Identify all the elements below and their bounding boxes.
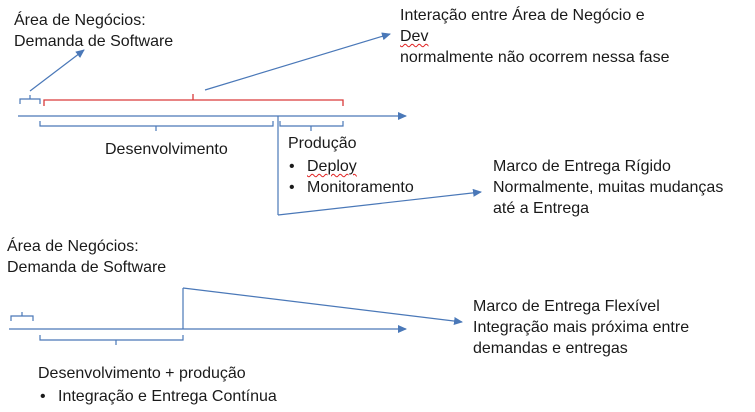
bottom-business-label-line-2: Demanda de Software [7, 259, 167, 276]
top-interaction-bracket [43, 94, 344, 106]
top-interaction-label-line-1: Interação entre Área de Negócio e [400, 7, 645, 24]
top-interaction-label-line-2: Dev normalmente não ocorrem nessa fase [400, 28, 670, 66]
top-production-item-deploy: Deploy [287, 156, 414, 177]
top-milestone-label: Marco de Entrega Rígido Normalmente, mui… [493, 156, 723, 219]
top-production-list: Deploy Monitoramento [287, 156, 414, 198]
top-business-label-line-1: Área de Negócios: [14, 12, 146, 29]
bottom-milestone-label: Marco de Entrega Flexível Integração mai… [473, 296, 689, 359]
top-milestone-label-line-2: Normalmente, muitas mudanças [493, 179, 724, 196]
top-milestone-label-line-1: Marco de Entrega Rígido [493, 158, 671, 175]
top-production-title: Produção [288, 133, 357, 154]
top-interaction-label: Interação entre Área de Negócio e Dev no… [400, 5, 669, 68]
bottom-milestone-label-line-2: Integração mais próxima entre [473, 319, 690, 336]
top-milestone-label-line-3: até a Entrega [493, 200, 590, 217]
top-development-label: Desenvolvimento [105, 139, 228, 160]
bottom-business-label-line-1: Área de Negócios: [7, 238, 139, 255]
bottom-milestone-label-line-1: Marco de Entrega Flexível [473, 298, 660, 315]
top-interaction-pointer-arrow [204, 32, 391, 91]
bottom-dev-prod-item-ci-cd-text: Integração e Entrega Contínua [58, 388, 277, 405]
bottom-dev-prod-bracket [39, 335, 184, 345]
top-production-bracket [279, 121, 344, 131]
bottom-dev-prod-label-text: Desenvolvimento + produção [38, 365, 246, 382]
top-milestone-pointer-arrow [277, 188, 482, 216]
top-production-title-text: Produção [288, 135, 357, 152]
top-development-label-text: Desenvolvimento [105, 141, 228, 158]
bottom-dev-prod-item-ci-cd: Integração e Entrega Contínua [38, 386, 277, 407]
top-business-pointer-arrow [29, 49, 85, 92]
top-business-bracket [19, 95, 41, 104]
top-development-bracket [39, 121, 274, 131]
spellcheck-word: Dev [400, 28, 429, 45]
bottom-dev-prod-list: Integração e Entrega Contínua [38, 386, 277, 407]
bottom-milestone-label-line-3: demandas e entregas [473, 340, 628, 357]
bottom-dev-prod-label: Desenvolvimento + produção [38, 363, 246, 384]
top-business-label: Área de Negócios: Demanda de Software [14, 10, 173, 52]
top-business-label-line-2: Demanda de Software [14, 33, 174, 50]
bottom-business-bracket [10, 312, 34, 321]
top-production-item-monitoring-text: Monitoramento [307, 179, 414, 196]
bottom-milestone-pointer-arrow [182, 287, 463, 326]
bottom-business-label: Área de Negócios: Demanda de Software [7, 236, 166, 278]
top-production-item-monitoring: Monitoramento [287, 177, 414, 198]
top-production-item-deploy-text: Deploy [307, 158, 357, 175]
